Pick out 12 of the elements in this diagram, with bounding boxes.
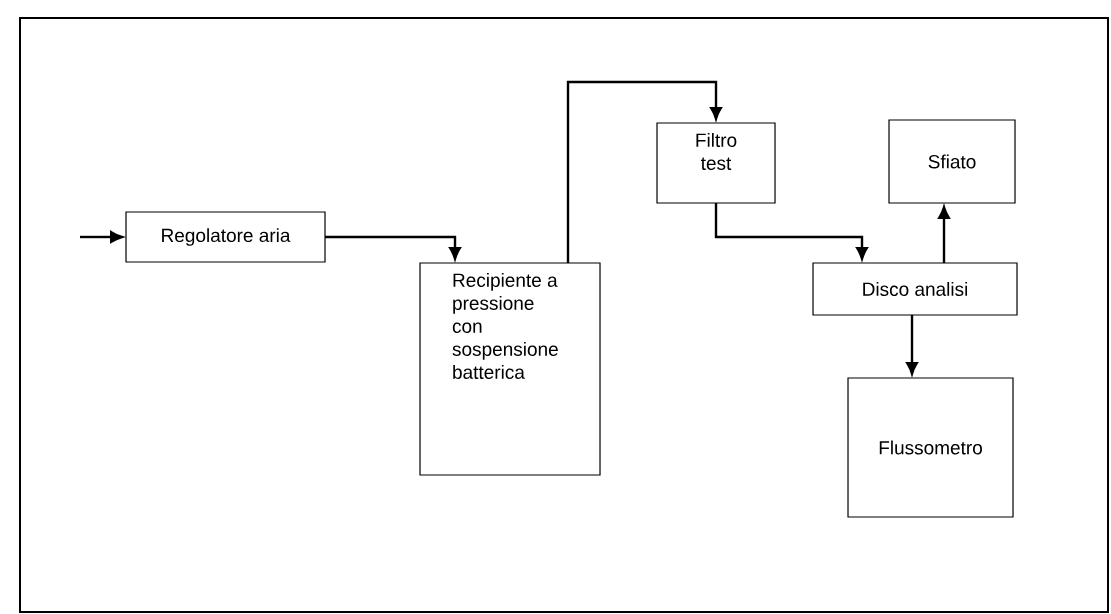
process-box: Filtro test [656, 122, 776, 204]
arrow [80, 231, 123, 243]
arrow [325, 235, 461, 260]
process-box: Flussometro [847, 377, 1014, 518]
arrow [714, 203, 868, 260]
process-box: Regolatore aria [125, 211, 326, 263]
arrow [906, 315, 918, 375]
arrow [938, 206, 950, 263]
process-box: Recipiente a pressione con sospensione batterica [419, 262, 601, 476]
arrow [566, 80, 722, 263]
process-box: Disco analisi [812, 262, 1018, 316]
process-box: Sfiato [888, 119, 1016, 204]
